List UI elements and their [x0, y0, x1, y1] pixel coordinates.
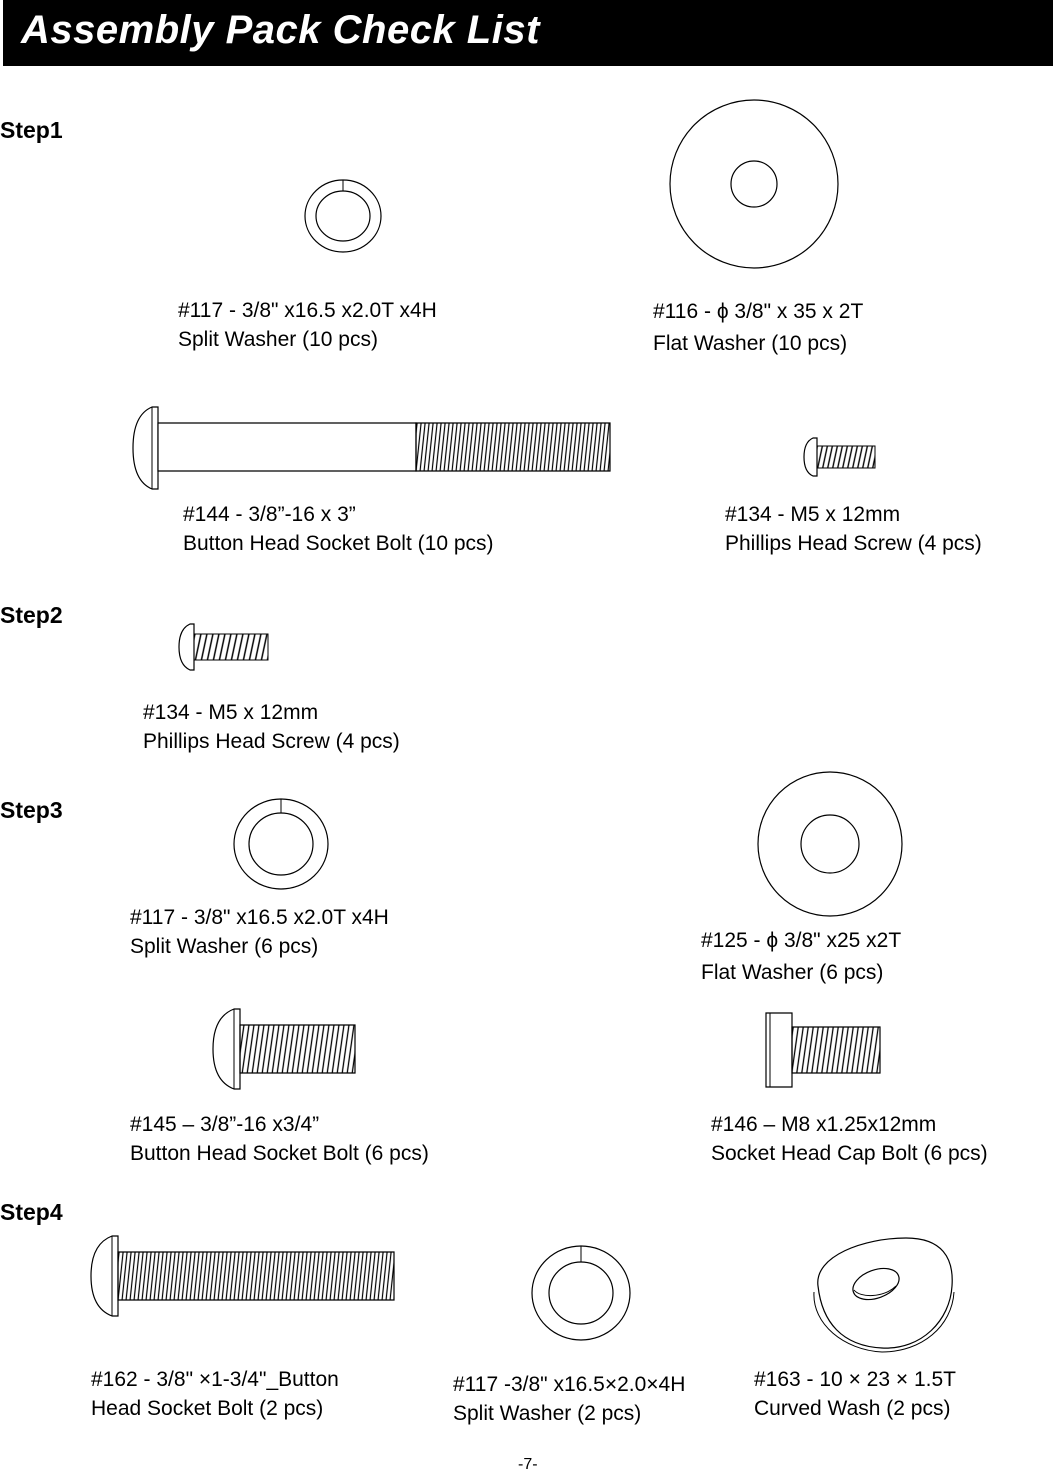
phillips-screw-134-drawing: [803, 436, 877, 478]
title-bar: Assembly Pack Check List: [3, 0, 1053, 66]
part-145-step3-spec: #145 – 3/8”-16 x3/4”: [130, 1113, 320, 1136]
flat-washer-125-drawing: [756, 770, 904, 918]
part-117-step4-name: Split Washer (2 pcs): [453, 1402, 642, 1425]
part-134-step1-caption: #134 - M5 x 12mm Phillips Head Screw (4 …: [725, 500, 982, 558]
part-162-step4-name: Head Socket Bolt (2 pcs): [91, 1397, 324, 1420]
step4-heading: Step4: [0, 1199, 63, 1225]
flat-washer-116-drawing: [668, 98, 840, 270]
part-146-step3-name: Socket Head Cap Bolt (6 pcs): [711, 1142, 988, 1165]
curved-washer-163-drawing: [810, 1234, 956, 1352]
part-162-step4-caption: #162 - 3/8" ×1-3/4"_Button Head Socket B…: [91, 1365, 339, 1423]
part-134-step1-spec: #134 - M5 x 12mm: [725, 503, 901, 526]
page-number: -7-: [518, 1456, 538, 1473]
button-head-bolt-144-drawing: [130, 405, 612, 491]
part-117-step4-spec: #117 -3/8" x16.5×2.0×4H: [453, 1373, 686, 1396]
part-134-step1-name: Phillips Head Screw (4 pcs): [725, 532, 982, 555]
split-washer-117-drawing: [303, 178, 383, 254]
step2-heading: Step2: [0, 602, 63, 628]
part-125-step3-caption: #125 - ϕ 3/8" x25 x2T Flat Washer (6 pcs…: [701, 925, 901, 989]
part-134-step2-caption: #134 - M5 x 12mm Phillips Head Screw (4 …: [143, 698, 400, 756]
step3-heading: Step3: [0, 797, 63, 823]
part-117-step3-caption: #117 - 3/8" x16.5 x2.0T x4H Split Washer…: [130, 903, 389, 961]
part-146-step3-caption: #146 – M8 x1.25x12mm Socket Head Cap Bol…: [711, 1110, 988, 1168]
part-134-step2-name: Phillips Head Screw (4 pcs): [143, 730, 400, 753]
part-117-step3-spec: #117 - 3/8" x16.5 x2.0T x4H: [130, 906, 389, 929]
part-125-step3-spec: #125 - ϕ 3/8" x25 x2T: [701, 929, 902, 952]
step1-heading: Step1: [0, 117, 63, 143]
part-117-step4-caption: #117 -3/8" x16.5×2.0×4H Split Washer (2 …: [453, 1370, 685, 1428]
part-116-step1-spec: #116 - ϕ 3/8" x 35 x 2T: [653, 300, 864, 323]
part-116-step1-caption: #116 - ϕ 3/8" x 35 x 2T Flat Washer (10 …: [653, 296, 863, 360]
part-125-step3-name: Flat Washer (6 pcs): [701, 961, 884, 984]
part-117-step1-caption: #117 - 3/8" x16.5 x2.0T x4H Split Washer…: [178, 296, 437, 354]
socket-head-cap-bolt-146-drawing: [764, 1011, 882, 1089]
part-117-step1-name: Split Washer (10 pcs): [178, 328, 378, 351]
button-head-bolt-162-drawing: [88, 1234, 396, 1318]
part-163-step4-spec: #163 - 10 × 23 × 1.5T: [754, 1368, 956, 1391]
part-116-step1-name: Flat Washer (10 pcs): [653, 332, 848, 355]
part-134-step2-spec: #134 - M5 x 12mm: [143, 701, 319, 724]
part-144-step1-caption: #144 - 3/8”-16 x 3” Button Head Socket B…: [183, 500, 494, 558]
part-163-step4-caption: #163 - 10 × 23 × 1.5T Curved Wash (2 pcs…: [754, 1365, 956, 1423]
part-145-step3-name: Button Head Socket Bolt (6 pcs): [130, 1142, 429, 1165]
part-146-step3-spec: #146 – M8 x1.25x12mm: [711, 1113, 937, 1136]
part-163-step4-name: Curved Wash (2 pcs): [754, 1397, 951, 1420]
split-washer-117-step4-drawing: [530, 1244, 632, 1342]
page-title: Assembly Pack Check List: [21, 8, 540, 52]
part-162-step4-spec: #162 - 3/8" ×1-3/4"_Button: [91, 1368, 339, 1391]
button-head-bolt-145-drawing: [210, 1007, 358, 1091]
part-117-step1-spec: #117 - 3/8" x16.5 x2.0T x4H: [178, 299, 437, 322]
part-144-step1-name: Button Head Socket Bolt (10 pcs): [183, 532, 494, 555]
part-145-step3-caption: #145 – 3/8”-16 x3/4” Button Head Socket …: [130, 1110, 429, 1168]
phillips-screw-134-step2-drawing: [178, 622, 270, 672]
split-washer-117-step3-drawing: [232, 797, 330, 891]
part-144-step1-spec: #144 - 3/8”-16 x 3”: [183, 503, 356, 526]
part-117-step3-name: Split Washer (6 pcs): [130, 935, 319, 958]
